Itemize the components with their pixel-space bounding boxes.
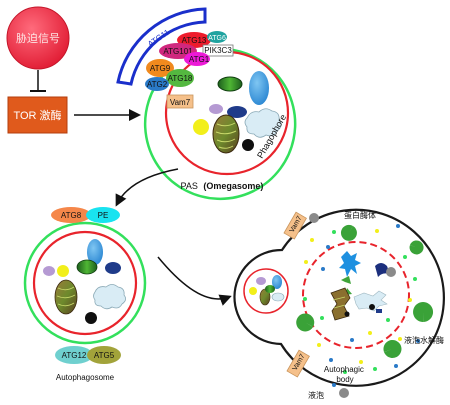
tor-kinase: TOR 激酶 (7, 96, 68, 134)
autophagosome-purple-vesicle (43, 266, 55, 276)
pas-caption: PAS (Omegasome) (181, 181, 264, 191)
fused-chloroplast (265, 285, 275, 293)
vacuole-membrane (233, 208, 445, 387)
autophagosome-blue-vesicle (87, 239, 103, 265)
fragment-black-dot-2 (344, 311, 350, 317)
pas-caption-prefix: PAS (181, 181, 198, 191)
pas-navy-vesicle (227, 106, 247, 118)
pas-cytoplasm-cloud (244, 108, 282, 138)
pas-chloroplast (217, 76, 243, 92)
fused-purple-vesicle (256, 277, 266, 285)
atg18-label: ATG18 (168, 74, 193, 83)
autophagosome-chloroplast (76, 259, 98, 275)
autophagosome: ATG8 PE ATG12 ATG5 Autophagosome (23, 207, 147, 382)
pe-label: PE (98, 211, 109, 220)
hydrolase-pacman (340, 224, 357, 241)
hydrolase-label: 液泡水解酶 (404, 335, 444, 345)
arrow-to-vacuole (157, 256, 232, 306)
pas-black-granule (242, 139, 254, 151)
vam7-pas: Vam7 (166, 94, 194, 109)
fused-yellow-vesicle (249, 287, 257, 295)
atg8-label: ATG8 (61, 211, 82, 220)
autophagosome-mitochondrion (54, 279, 78, 315)
fused-autophagosome-membrane (243, 268, 289, 314)
atg5-protein: ATG5 (87, 346, 121, 364)
pas-yellow-vesicle (193, 119, 209, 135)
fragment-green-bits (341, 276, 352, 295)
autophagosome-label: Autophagosome (56, 373, 115, 382)
fragment-navy-piece (375, 263, 390, 277)
atg18-protein: ATG18 (166, 69, 194, 87)
vam7-vacuole-bottom: Vam7 (286, 349, 310, 378)
atg8-protein: ATG8 (51, 207, 91, 223)
atg2-label: ATG2 (147, 80, 168, 89)
atg12-protein: ATG12 (55, 346, 93, 364)
pas-structure: Phagophore ATG11 ATG13 ATG6 ATG101 PIK3C… (116, 7, 297, 201)
atg1-protein: ATG1 (184, 52, 210, 66)
autophagosome-outer-membrane (23, 221, 147, 345)
autophagosome-inner-membrane (32, 230, 138, 336)
autophagosome-cytoplasm-cloud (93, 284, 126, 310)
lumen-dots (303, 224, 420, 387)
atg1-label: ATG1 (189, 55, 210, 64)
autophagosome-navy-vesicle (105, 262, 121, 274)
autophagosome-black-granule (85, 312, 97, 324)
atg11-arc (116, 7, 207, 86)
fragment-mitochondrion (330, 287, 351, 321)
atg101-label: ATG101 (163, 47, 193, 56)
pas-caption-paren: (Omegasome) (203, 181, 263, 191)
hydrolase-pacman (409, 240, 424, 255)
pik3c3-protein: PIK3C3 (202, 44, 234, 57)
vam7-pas-label: Vam7 (170, 98, 191, 107)
atg9-label: ATG9 (150, 64, 171, 73)
atg9-protein: ATG9 (146, 59, 174, 77)
pas-purple-vesicle (209, 104, 223, 114)
vacuole: Vam7 Vam7 蛋白酶体 液泡水解酶 Autophagic body 液泡 (233, 208, 445, 400)
fragment-cloud-piece (353, 290, 388, 312)
atg12-label: ATG12 (62, 351, 87, 360)
proteasome-label: 蛋白酶体 (344, 210, 376, 220)
fragment-black-dot (369, 304, 375, 310)
autophagic-body-label: Autophagic body (324, 365, 366, 384)
pe-lipid: PE (86, 207, 120, 223)
atg6-protein: ATG6 (207, 31, 227, 43)
stress-signal-label: 胁迫信号 (16, 31, 60, 45)
autophagosome-yellow-vesicle (57, 265, 69, 277)
autophagic-body-label-text: Autophagic (324, 365, 364, 374)
vacuole-label: 液泡 (308, 390, 324, 400)
stress-signal: 胁迫信号 (6, 6, 70, 70)
atg6-label: ATG6 (208, 35, 226, 42)
vam7-vacuole-top: Vam7 (283, 211, 307, 240)
pas-blue-vesicle (249, 71, 269, 105)
fused-cloud (271, 292, 285, 302)
arrow-pas-to-autophagosome (115, 168, 179, 207)
proteasome-sphere (309, 213, 319, 223)
proteasome-sphere (386, 267, 396, 277)
hydrolase-pacman (296, 313, 315, 332)
autophagic-body-membrane (302, 241, 410, 349)
fragment-blue-splinter (339, 251, 361, 277)
hydrolase-pacman (383, 339, 402, 358)
phagophore-green-membrane (143, 47, 297, 201)
proteasome-sphere (339, 388, 349, 398)
hydrolase-pacman (413, 302, 434, 322)
atg13-label: ATG13 (182, 36, 207, 45)
tor-kinase-label: TOR 激酶 (13, 108, 61, 122)
fused-blue-vesicle (272, 275, 282, 289)
fragment-navy-chip (376, 309, 382, 313)
pik3c3-label: PIK3C3 (204, 46, 232, 55)
pas-mitochondrion (212, 114, 240, 154)
atg2-protein: ATG2 (145, 77, 169, 91)
autophagic-body-label-text-line2: body (336, 375, 353, 384)
atg5-label: ATG5 (94, 351, 115, 360)
